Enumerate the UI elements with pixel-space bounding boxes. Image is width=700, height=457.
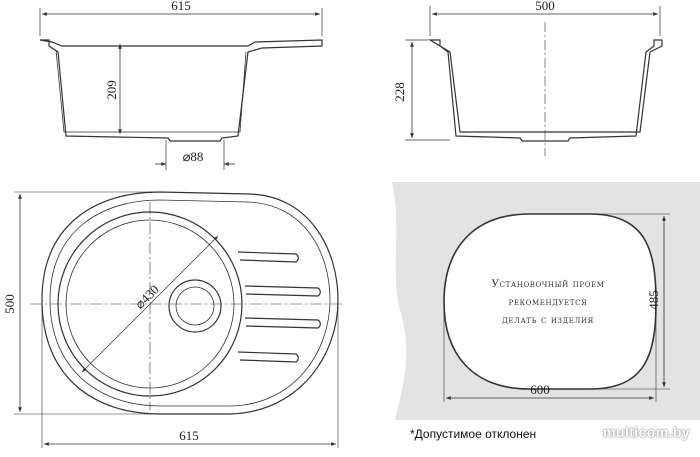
drainboard-groove (244, 285, 321, 297)
top-height-label: 500 (2, 294, 17, 314)
side-right-width-label: 500 (535, 0, 555, 13)
drain (168, 279, 222, 333)
cutout-diagram (392, 182, 700, 420)
side-left-height-label: 209 (104, 80, 119, 100)
sink-profile-right (427, 39, 663, 142)
watermark: multicom.by (603, 424, 690, 440)
cutout-text-line2: рекомендуется (509, 296, 588, 308)
drain-diameter-label: ⌀88 (183, 149, 204, 164)
side-view-right (405, 6, 663, 156)
sink-outline (41, 191, 339, 415)
top-width-label: 615 (179, 428, 199, 443)
top-view (14, 191, 345, 448)
sink-profile (39, 39, 323, 142)
cutout-width-label: 600 (530, 382, 550, 397)
bowl-diameter-label: ⌀430 (132, 282, 162, 312)
cutout-height-label: 485 (646, 290, 661, 310)
side-view-left (39, 8, 323, 170)
drainboard-groove (237, 251, 299, 263)
cutout-text-line1: Установочный проем (491, 278, 604, 290)
footnote: *Допустимое отклонен (410, 427, 537, 441)
drainboard-groove (237, 351, 299, 363)
drainboard-groove (244, 317, 321, 329)
cutout-text-line3: делать с изделия (502, 314, 594, 326)
side-right-height-label: 228 (392, 82, 407, 102)
side-left-width-label: 615 (171, 0, 191, 13)
